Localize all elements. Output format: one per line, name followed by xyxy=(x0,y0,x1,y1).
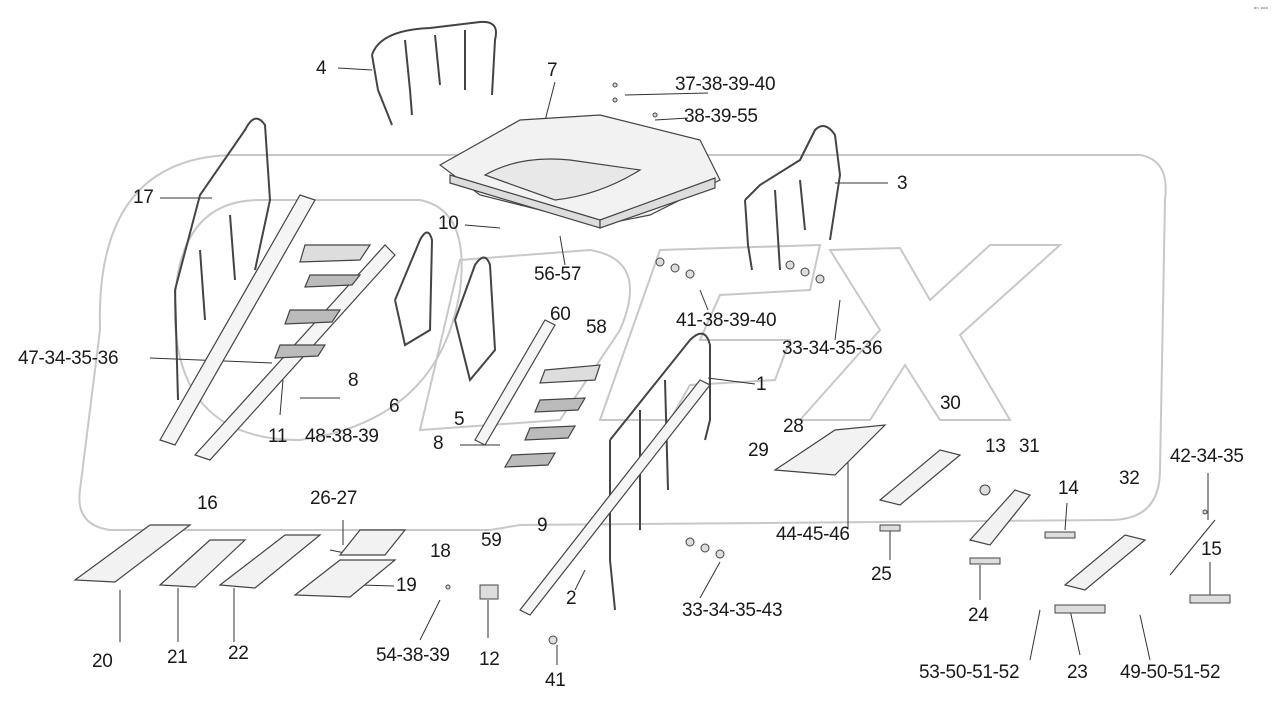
railing-4 xyxy=(371,20,497,126)
ladder-left xyxy=(159,194,396,461)
callout-24: 24 xyxy=(968,605,989,626)
callout-17: 17 xyxy=(133,187,154,208)
callout-8-a: 8 xyxy=(348,370,359,391)
callout-15: 15 xyxy=(1201,539,1222,560)
callout-18: 18 xyxy=(430,541,451,562)
corner-mark: ᵃⁿ ᵒᵒᵒ xyxy=(1254,6,1269,13)
callout-13: 13 xyxy=(985,436,1006,457)
callout-19: 19 xyxy=(396,575,417,596)
callout-4: 4 xyxy=(316,58,327,79)
callout-6: 6 xyxy=(389,396,400,417)
callout-2: 2 xyxy=(566,588,577,609)
callout-31: 31 xyxy=(1019,436,1040,457)
railing-17 xyxy=(174,117,272,401)
watermark-logo xyxy=(78,154,1167,531)
callout-11: 11 xyxy=(268,426,288,447)
callout-48-38-39: 48-38-39 xyxy=(305,426,379,447)
callout-41-38-39-40: 41-38-39-40 xyxy=(676,310,777,331)
callout-30: 30 xyxy=(940,393,961,414)
callout-54-38-39: 54-38-39 xyxy=(376,645,450,666)
step-panels xyxy=(73,424,1147,598)
callout-22: 22 xyxy=(228,643,249,664)
callout-3: 3 xyxy=(897,173,908,194)
callout-25: 25 xyxy=(871,564,892,585)
railing-1 xyxy=(609,332,711,611)
railing-5 xyxy=(454,256,497,383)
callout-1: 1 xyxy=(756,374,767,395)
callout-33-34-35-43: 33-34-35-43 xyxy=(682,600,783,621)
callout-7: 7 xyxy=(547,60,558,81)
callout-12: 12 xyxy=(479,649,500,670)
callout-38-39-55: 38-39-55 xyxy=(684,106,758,127)
leader-lines xyxy=(119,67,1216,665)
callout-26-27: 26-27 xyxy=(310,488,358,509)
callout-9: 9 xyxy=(537,515,548,536)
callout-8-b: 8 xyxy=(433,433,444,454)
platform-frame xyxy=(438,114,721,229)
callout-14: 14 xyxy=(1058,478,1079,499)
callout-5: 5 xyxy=(454,409,465,430)
railing-3 xyxy=(744,125,842,271)
callout-60: 60 xyxy=(550,304,571,325)
callout-53-50-51-52: 53-50-51-52 xyxy=(919,662,1020,683)
railing-6 xyxy=(394,231,434,347)
callout-37-38-39-40: 37-38-39-40 xyxy=(675,74,776,95)
fasteners xyxy=(445,82,1231,645)
callout-56-57: 56-57 xyxy=(534,264,582,285)
callout-28: 28 xyxy=(783,416,804,437)
callout-47-34-35-36: 47-34-35-36 xyxy=(18,348,119,369)
callout-10: 10 xyxy=(438,213,459,234)
callout-41: 41 xyxy=(545,670,566,691)
callout-59: 59 xyxy=(481,530,502,551)
callout-58: 58 xyxy=(586,317,607,338)
callout-16: 16 xyxy=(197,493,218,514)
callout-20: 20 xyxy=(92,651,113,672)
ladder-right xyxy=(474,319,711,616)
callout-44-45-46: 44-45-46 xyxy=(776,524,850,545)
callout-29: 29 xyxy=(748,440,769,461)
callout-33-34-35-36-a: 33-34-35-36 xyxy=(782,338,883,359)
callout-32: 32 xyxy=(1119,468,1140,489)
callout-21: 21 xyxy=(167,647,188,668)
callout-23: 23 xyxy=(1067,662,1088,683)
callout-42-34-35: 42-34-35 xyxy=(1170,446,1244,467)
callout-49-50-51-52: 49-50-51-52 xyxy=(1120,662,1221,683)
